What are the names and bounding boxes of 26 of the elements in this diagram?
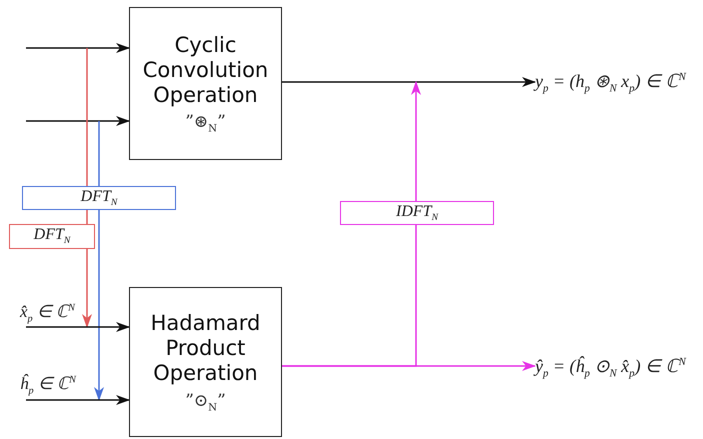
operator-symbol: ”⊛$_{N}$” (185, 112, 226, 134)
transform-label: DFT$_{N}$ (34, 226, 70, 247)
arrow (26, 43, 130, 53)
arrow (282, 77, 536, 87)
transform-label: IDFT$_{N}$ (396, 202, 438, 224)
box-title: Cyclic Convolution Operation (142, 32, 270, 108)
arrow (411, 81, 421, 201)
operator-symbol: ”⊙$_{N}$” (185, 390, 226, 413)
transform-box (9, 224, 95, 249)
transform-box (22, 186, 176, 210)
arrow (26, 116, 130, 126)
output-formula: y$_{p}$ = (h$_{p}$ ⊛$_{N}$ x$_{p}$) ∈ ℂ$^{N}$ (535, 70, 686, 94)
process-box (129, 7, 282, 160)
input-formula: ĥ$_{p}$ ∈ ℂ$^{N}$ (20, 375, 76, 397)
box-title: Hadamard Product Operation (150, 311, 262, 387)
arrow (26, 322, 130, 332)
arrow (26, 395, 130, 405)
arrow (94, 210, 104, 401)
connector-line (98, 121, 100, 186)
transform-label: DFT$_{N}$ (80, 188, 118, 208)
input-formula: x̂$_{p}$ ∈ ℂ$^{N}$ (20, 303, 75, 325)
output-formula: ŷ$_{p}$ = (ĥ$_{p}$ ⊙$_{N}$ x̂$_{p}$) ∈ ℂ$^{N}$ (535, 354, 686, 380)
connector-line (282, 225, 417, 367)
arrow (82, 249, 92, 328)
process-box (129, 287, 282, 437)
transform-box (340, 201, 494, 225)
